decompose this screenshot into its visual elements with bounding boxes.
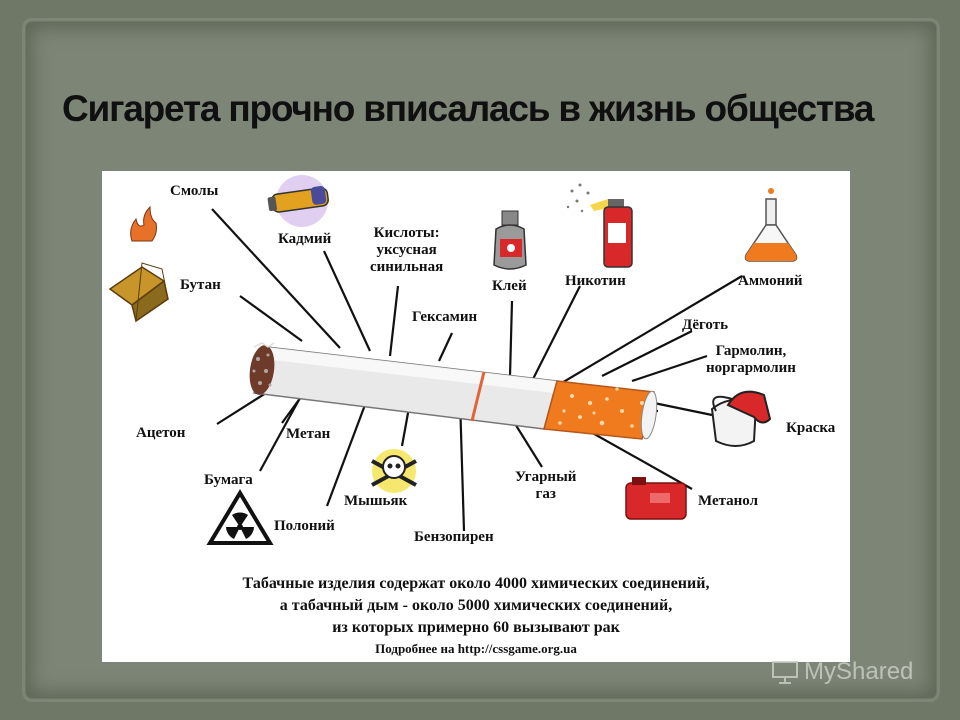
label-kisloty-line2: уксусная — [376, 242, 437, 258]
line-butan — [239, 295, 303, 342]
fuel-canister-icon — [625, 477, 687, 520]
label-kley: Клей — [492, 278, 527, 294]
label-atseton: Ацетон — [136, 425, 186, 441]
diagram-graphics — [108, 175, 798, 545]
cigarette-filter — [543, 380, 655, 440]
line-benzopiren — [458, 398, 466, 532]
lighter-icon — [108, 205, 169, 323]
filter-band — [470, 371, 486, 422]
label-butan: Бутан — [180, 277, 221, 293]
spray-can-icon — [566, 183, 633, 268]
ash-specks — [252, 353, 272, 387]
label-ammoniy: Аммоний — [738, 273, 803, 289]
filter-end — [640, 390, 658, 440]
pointer-lines — [211, 208, 743, 532]
label-degot: Дёготь — [682, 317, 729, 333]
flask-icon — [744, 188, 798, 262]
frame-edge — [22, 18, 940, 702]
radiation-sign-icon — [206, 489, 274, 545]
cigarette-diagram: Смолы Кадмий Кислоты: уксусная синильная… — [102, 171, 850, 662]
label-metanol: Метанол — [698, 493, 759, 509]
label-kisloty: Кислоты: уксусная синильная — [370, 225, 443, 276]
line-degot — [601, 330, 693, 377]
line-nikotin — [531, 285, 581, 382]
label-myshyak: Мышьяк — [344, 493, 408, 509]
glue-bottle-icon — [493, 210, 527, 270]
label-garmolin-line2: норгармолин — [706, 360, 796, 376]
line-kadmiy — [323, 250, 371, 352]
label-poloniy: Полоний — [274, 518, 335, 534]
line-geksamin — [438, 332, 453, 362]
presentation-icon — [772, 661, 798, 684]
line-garmolin — [631, 354, 708, 383]
skull-crossbones-icon — [371, 449, 417, 493]
label-ugarny: Угарный газ — [515, 469, 576, 503]
line-kley — [508, 300, 514, 377]
label-ugarny-line2: газ — [535, 486, 556, 502]
label-kisloty-line3: синильная — [370, 259, 444, 275]
line-kisloty — [388, 285, 400, 357]
label-metan: Метан — [286, 426, 331, 442]
watermark: MyShared — [770, 658, 913, 686]
footer-line-3: из которых примерно 60 вызывают рак — [332, 619, 620, 636]
footer-line-1: Табачные изделия содержат около 4000 хим… — [242, 575, 710, 592]
label-bumaga: Бумага — [204, 472, 253, 488]
source-link[interactable]: Подробнее на http://cssgame.org.ua — [375, 641, 577, 656]
cigarette — [249, 342, 658, 440]
line-ammoniy — [559, 275, 743, 385]
watermark-text: MyShared — [804, 658, 914, 685]
label-kraska: Краска — [786, 420, 836, 436]
footer-line-2: а табачный дым - около 5000 химических с… — [279, 597, 673, 614]
label-geksamin: Гексамин — [412, 309, 478, 325]
cigarette-ash — [249, 345, 275, 395]
label-kadmiy: Кадмий — [278, 231, 332, 247]
filter-speckles — [558, 387, 644, 428]
label-garmolin: Гармолин, норгармолин — [706, 343, 796, 377]
line-smoly — [211, 208, 341, 349]
label-kisloty-line1: Кислоты: — [373, 225, 440, 241]
label-garmolin-line1: Гармолин, — [715, 343, 787, 359]
slide-title: Сигарета прочно вписалась в жизнь общест… — [62, 88, 874, 129]
cigarette-highlight — [264, 347, 557, 393]
battery-icon — [267, 175, 329, 227]
line-kraska — [653, 401, 713, 417]
label-nikotin: Никотин — [565, 273, 626, 289]
label-ugarny-line1: Угарный — [515, 469, 577, 485]
label-benzopiren: Бензопирен — [414, 529, 494, 545]
label-smoly: Смолы — [170, 183, 219, 199]
paint-bucket-icon — [710, 390, 772, 447]
